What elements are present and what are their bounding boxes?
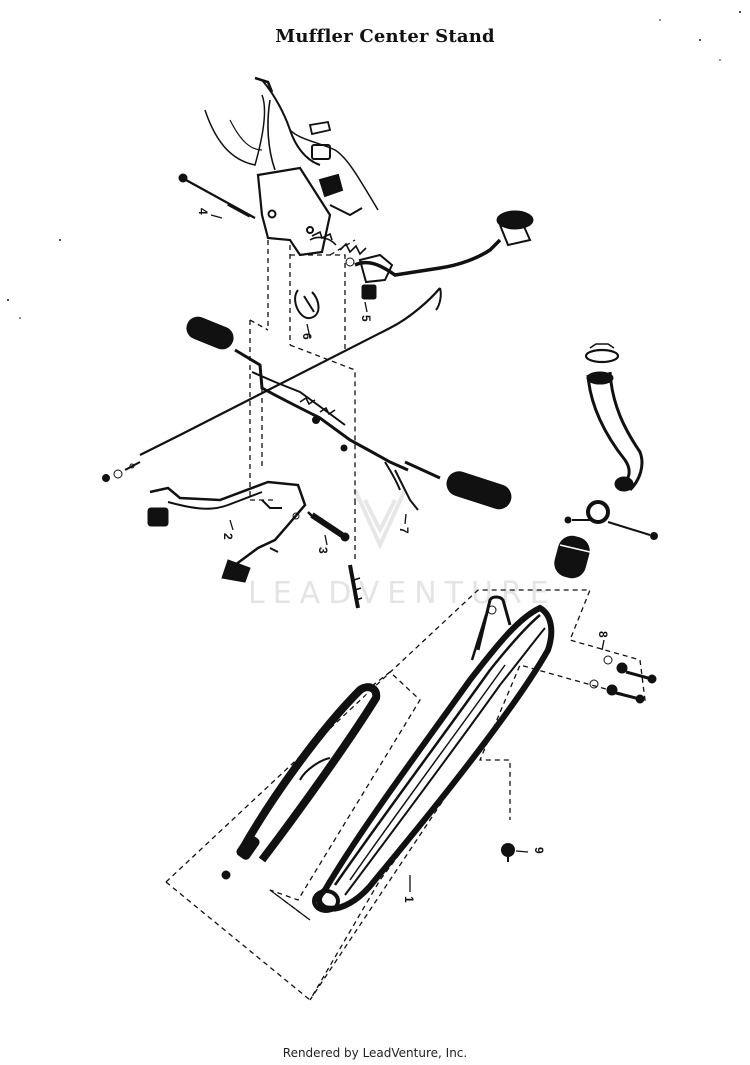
muffler-dashed-outline-left xyxy=(165,881,311,1001)
long-bolt-part-4 xyxy=(178,173,256,219)
center-stand-part-2 xyxy=(147,480,307,583)
baffle-dashed-outline xyxy=(269,671,421,921)
brake-pedal-upper xyxy=(345,210,534,300)
watermark-logo xyxy=(353,489,407,550)
diagram-title: Muffler Center Stand xyxy=(275,26,495,47)
muffler-part-1 xyxy=(312,595,555,913)
callout-7: 7 xyxy=(397,527,411,534)
callout-leaders xyxy=(210,214,605,892)
muffler-dashed-outline xyxy=(165,589,646,1001)
drain-plug-part-9 xyxy=(501,843,515,862)
exhaust-pipe xyxy=(584,343,644,492)
scan-specks xyxy=(7,11,741,319)
callout-9: 9 xyxy=(532,847,546,854)
leader-lines-upper xyxy=(249,239,356,560)
callout-3: 3 xyxy=(316,547,330,554)
baffle-insert xyxy=(221,683,381,880)
frame-bracket-assembly xyxy=(204,76,379,257)
brake-rod xyxy=(102,287,442,482)
footrest-bar xyxy=(186,316,512,511)
return-spring xyxy=(348,564,363,609)
watermark-text: LEADVENTURE xyxy=(248,576,557,611)
callout-5: 5 xyxy=(359,315,373,322)
callout-2: 2 xyxy=(221,533,235,540)
exhaust-clamp xyxy=(564,500,658,540)
footer-credit: Rendered by LeadVenture, Inc. xyxy=(282,1046,468,1060)
callout-1: 1 xyxy=(402,896,416,903)
callout-8: 8 xyxy=(596,631,610,638)
callout-4: 4 xyxy=(196,208,210,215)
pivot-pin-part-3 xyxy=(307,511,350,542)
exhaust-sleeve xyxy=(554,535,591,579)
muffler-mount-bolts-part-8 xyxy=(589,655,657,704)
callout-6: 6 xyxy=(300,333,314,340)
u-clip-part-6 xyxy=(294,289,320,320)
